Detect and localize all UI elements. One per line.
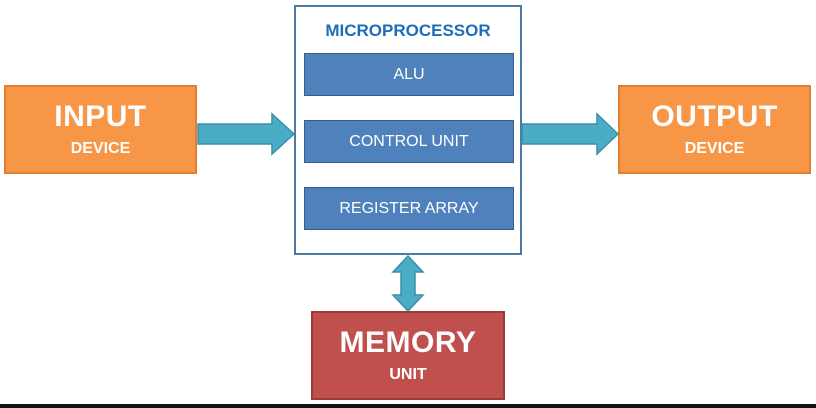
control-unit: CONTROL UNIT (304, 120, 514, 163)
input-subtitle: DEVICE (70, 139, 131, 157)
memory-subtitle: UNIT (389, 365, 427, 383)
arrow-input-to-cpu (197, 112, 296, 156)
register-array-unit: REGISTER ARRAY (304, 187, 514, 230)
input-device-box: INPUT DEVICE (4, 85, 197, 174)
arrow-cpu-to-output (521, 112, 620, 156)
input-title: INPUT (54, 99, 147, 133)
microprocessor-box: MICROPROCESSOR ALU CONTROL UNIT REGISTER… (294, 5, 522, 255)
arrow-cpu-memory-bidirectional (391, 254, 425, 313)
memory-title: MEMORY (339, 325, 477, 359)
output-subtitle: DEVICE (684, 139, 745, 157)
microprocessor-title: MICROPROCESSOR (325, 21, 491, 40)
bottom-border (0, 404, 816, 408)
memory-unit-box: MEMORY UNIT (311, 311, 505, 400)
output-title: OUTPUT (651, 99, 778, 133)
alu-unit: ALU (304, 53, 514, 96)
output-device-box: OUTPUT DEVICE (618, 85, 811, 174)
